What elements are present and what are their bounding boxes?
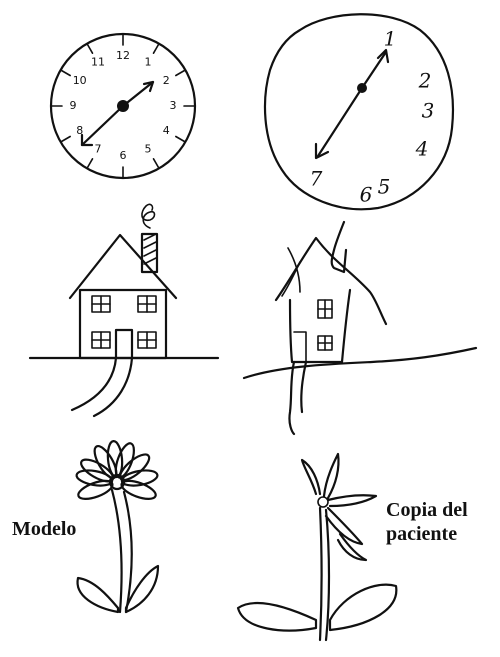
model-clock-number: 5 xyxy=(145,142,152,155)
model-chimney-smoke xyxy=(141,203,156,229)
model-flower-petal xyxy=(120,479,157,500)
model-clock-tick xyxy=(152,42,160,54)
patient-number: 7 xyxy=(310,167,323,191)
model-clock-number: 3 xyxy=(170,99,177,112)
model-flower-petal xyxy=(119,453,151,482)
patient-house-roof-hatch xyxy=(281,261,301,297)
patient-flower-petal xyxy=(300,458,322,496)
model-clock-tick xyxy=(59,135,71,143)
model-house-window xyxy=(91,331,111,349)
patient-clock-numbers: 1 2 3 4 5 6 7 xyxy=(310,27,435,207)
model-clock-number: 6 xyxy=(120,149,127,162)
model-path-right xyxy=(92,356,134,418)
patient-clock-face xyxy=(263,13,455,211)
model-clock-minute-arrow xyxy=(80,133,94,147)
patient-flower-petal xyxy=(324,506,364,546)
patient-copy-label: Copia del paciente xyxy=(386,498,468,546)
patient-path-left xyxy=(288,360,296,436)
patient-flower-center xyxy=(317,496,329,508)
model-house xyxy=(28,203,220,418)
patient-clock-hour-hand xyxy=(360,50,388,90)
model-house-chimney xyxy=(140,232,159,274)
model-clock-tick xyxy=(86,42,94,54)
patient-number: 6 xyxy=(360,183,373,207)
patient-house-chimney xyxy=(330,220,348,274)
model-flower-stem xyxy=(110,488,123,614)
patient-clock-hour-arrow xyxy=(376,48,390,64)
model-flower-petal xyxy=(120,469,159,487)
model-flower-petals xyxy=(75,440,159,500)
model-clock-number: 1 xyxy=(145,56,152,69)
model-flower-petal xyxy=(77,479,114,500)
model-clock-number: 10 xyxy=(73,74,87,87)
patient-house xyxy=(242,220,478,436)
patient-house-window xyxy=(317,335,333,351)
patient-house-window xyxy=(317,299,333,319)
model-clock-number: 7 xyxy=(95,142,102,155)
patient-clock-minute-arrow xyxy=(314,142,330,160)
model-clock-number: 11 xyxy=(91,56,105,69)
model-clock-tick xyxy=(152,158,160,170)
patient-clock: 1 2 3 4 5 6 7 xyxy=(263,13,455,211)
model-chimney-bricks xyxy=(143,233,157,265)
model-clock-number: 4 xyxy=(163,124,170,137)
patient-number: 5 xyxy=(378,175,391,199)
model-flower xyxy=(75,440,160,614)
model-clock-tick xyxy=(175,135,187,143)
patient-number: 2 xyxy=(418,69,432,93)
model-house-window xyxy=(137,295,157,313)
model-clock-hour-arrow xyxy=(142,80,155,93)
patient-house-walls xyxy=(288,288,352,364)
patient-number: 4 xyxy=(415,137,429,161)
model-clock-number: 2 xyxy=(163,74,170,87)
patient-flower-leaf-right xyxy=(328,583,398,632)
model-house-roof xyxy=(68,233,178,300)
model-flower-petal xyxy=(114,442,135,479)
patient-flower-petal xyxy=(326,494,378,508)
patient-flower-leaf-left xyxy=(236,601,318,632)
model-house-window xyxy=(91,295,111,313)
model-clock-number: 9 xyxy=(70,99,77,112)
patient-flower-stem-back xyxy=(324,508,331,642)
patient-house-roof-line xyxy=(287,247,301,293)
model-clock-number: 8 xyxy=(76,124,83,137)
model-flower-leaf-right xyxy=(124,564,160,614)
patient-copy-label-line2: paciente xyxy=(386,523,458,545)
model-flower-petal xyxy=(75,469,114,487)
patient-ground-line xyxy=(242,346,478,380)
model-clock-number: 12 xyxy=(116,49,130,62)
model-house-window xyxy=(137,331,157,349)
model-clock-tick xyxy=(86,158,94,170)
patient-number: 1 xyxy=(384,27,397,51)
model-label: Modelo xyxy=(12,518,77,540)
model-house-door xyxy=(114,328,134,360)
patient-house-roof xyxy=(274,236,388,326)
model-flower-center xyxy=(108,473,126,491)
model-clock-hour-hand xyxy=(121,80,155,108)
model-clock-center xyxy=(117,100,129,112)
model-clock-tick xyxy=(175,69,187,77)
patient-path-right xyxy=(300,360,308,414)
model-flower-leaf-left xyxy=(76,576,120,614)
model-path-left xyxy=(70,356,118,412)
model-clock-ticks xyxy=(50,33,196,179)
patient-flower-stem xyxy=(318,506,323,642)
patient-number: 3 xyxy=(422,99,435,123)
patient-flower xyxy=(236,452,398,642)
patient-house-door xyxy=(293,331,307,363)
patient-flower-petal xyxy=(322,452,340,500)
patient-copy-label-line1: Copia del xyxy=(386,499,468,521)
model-clock-tick xyxy=(59,69,71,77)
model-clock-minute-hand xyxy=(80,104,125,147)
model-flower-stem-back xyxy=(122,490,133,614)
patient-clock-center xyxy=(357,83,367,93)
patient-clock-minute-hand xyxy=(316,86,364,158)
patient-flower-petal xyxy=(336,532,368,562)
